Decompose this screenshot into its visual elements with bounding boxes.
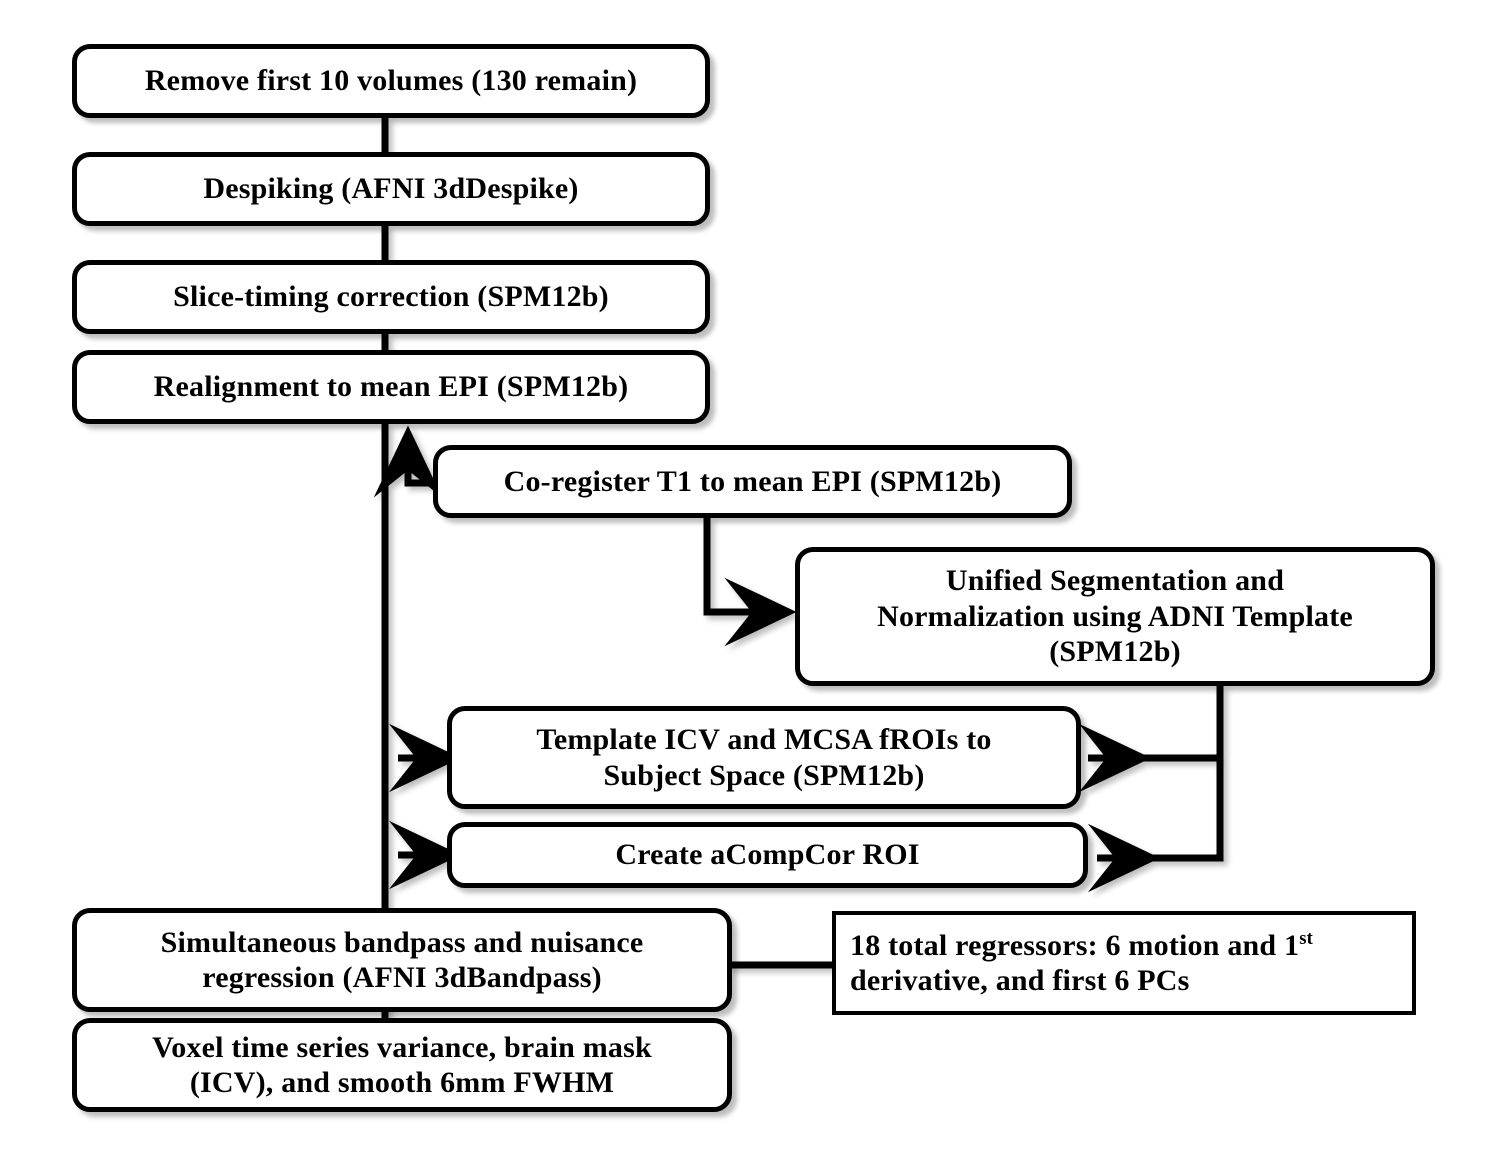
node-remove-volumes[interactable]: Remove first 10 volumes (130 remain) [72, 44, 710, 118]
node-voxel-variance[interactable]: Voxel time series variance, brain mask (… [72, 1018, 732, 1112]
node-label: Template ICV and MCSA fROIs to Subject S… [536, 723, 992, 792]
node-regressors-note[interactable]: 18 total regressors: 6 motion and 1st de… [832, 911, 1416, 1015]
node-label: Unified Segmentation and Normalization u… [877, 564, 1353, 669]
node-label: Slice-timing correction (SPM12b) [173, 280, 609, 314]
node-bandpass[interactable]: Simultaneous bandpass and nuisance regre… [72, 908, 732, 1012]
node-label: Simultaneous bandpass and nuisance regre… [160, 925, 644, 994]
node-slice-timing[interactable]: Slice-timing correction (SPM12b) [72, 260, 710, 334]
node-coregister[interactable]: Co-register T1 to mean EPI (SPM12b) [433, 445, 1072, 518]
edge-coregister-to-unified [703, 518, 797, 647]
edge-coregister-to-realignment [373, 425, 443, 498]
edge-unified-to-branches [1087, 686, 1224, 893]
node-label: Co-register T1 to mean EPI (SPM12b) [503, 464, 1002, 498]
node-label: Despiking (AFNI 3dDespike) [203, 172, 579, 206]
node-acompcor[interactable]: Create aCompCor ROI [447, 822, 1088, 888]
node-realignment[interactable]: Realignment to mean EPI (SPM12b) [72, 350, 710, 424]
node-despiking[interactable]: Despiking (AFNI 3dDespike) [72, 152, 710, 226]
node-label: Realignment to mean EPI (SPM12b) [153, 370, 629, 404]
node-label: Voxel time series variance, brain mask (… [152, 1030, 652, 1099]
node-label: 18 total regressors: 6 motion and 1st de… [850, 927, 1314, 997]
node-template-icv[interactable]: Template ICV and MCSA fROIs to Subject S… [447, 706, 1081, 809]
node-label: Create aCompCor ROI [615, 838, 920, 872]
node-label: Remove first 10 volumes (130 remain) [144, 64, 638, 98]
node-unified-segmentation[interactable]: Unified Segmentation and Normalization u… [795, 547, 1435, 686]
